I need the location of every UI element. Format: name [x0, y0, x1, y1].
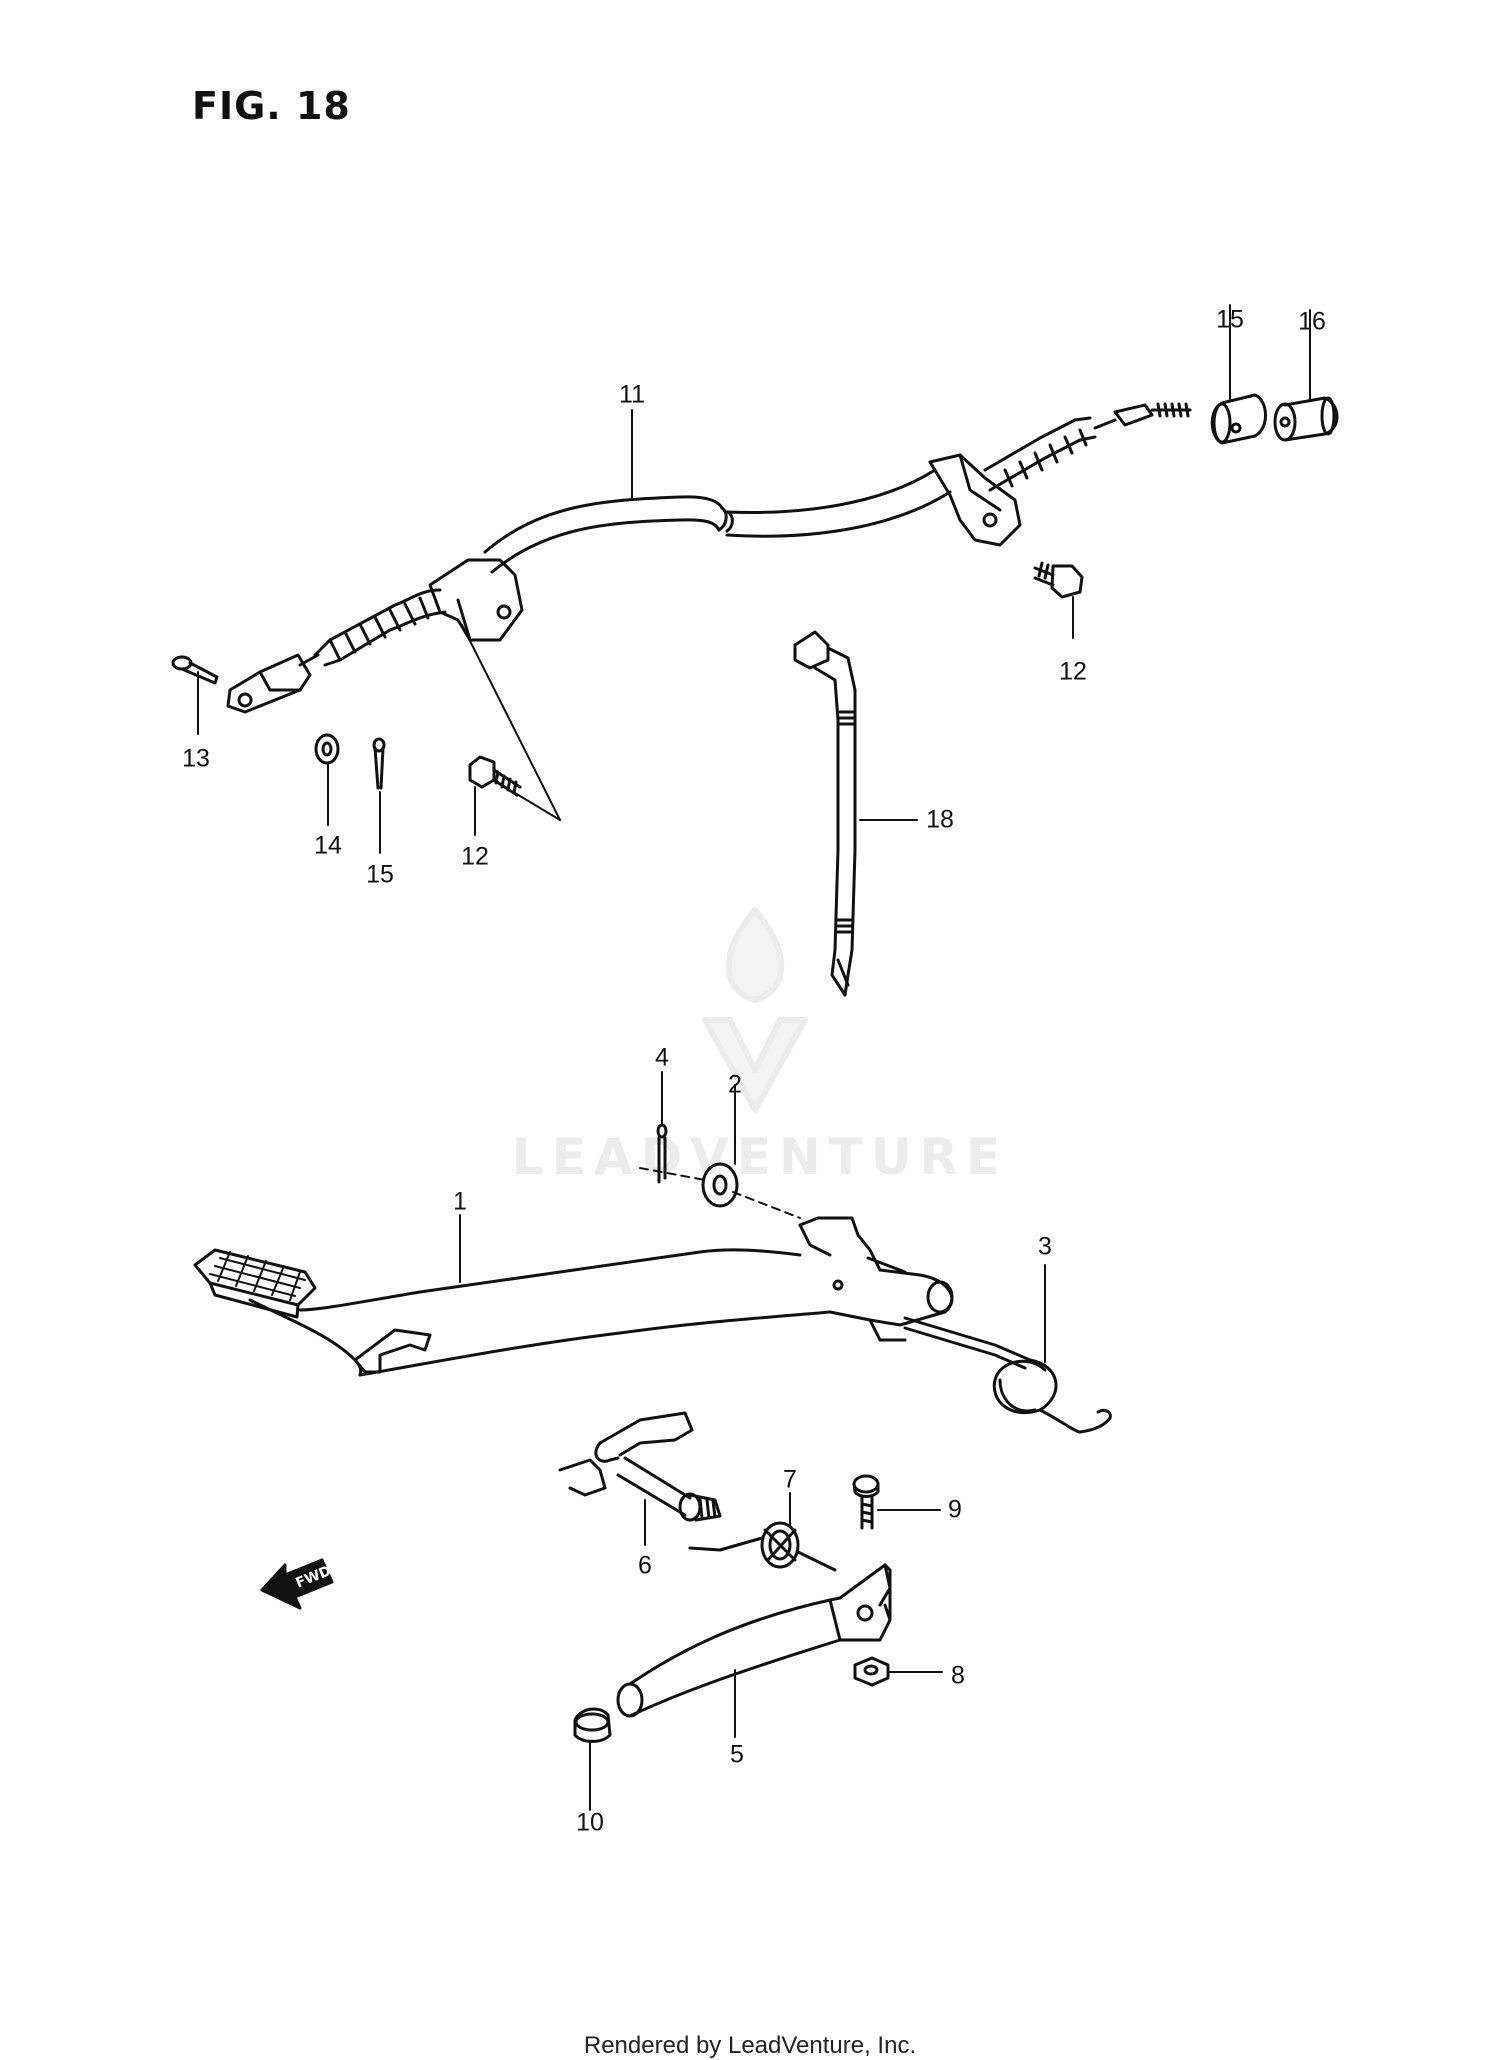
callout-5: 5: [730, 1740, 744, 1769]
washer-part-2: [701, 1162, 739, 1208]
callout-6: 6: [638, 1551, 652, 1580]
callout-9: 9: [948, 1495, 962, 1524]
callout-17: 16: [1298, 307, 1326, 336]
callout-15: 15: [366, 860, 394, 889]
cable-tie-part-18: [793, 630, 857, 997]
cotter-pin-part-15: [372, 737, 386, 790]
cotter-pin-part-4: [656, 1123, 668, 1184]
clevis-pin-part-13: [171, 655, 219, 685]
fwd-arrow-icon: [260, 1558, 334, 1610]
adjuster-nut-part-16: [1210, 393, 1267, 445]
footer-credit: Rendered by LeadVenture, Inc.: [583, 2032, 917, 2059]
callout-8: 8: [951, 1661, 965, 1690]
cap-part-10: [573, 1707, 612, 1743]
bolt-part-12-lower: [468, 755, 522, 797]
washer-part-14: [314, 733, 340, 765]
brake-lever-part-5: [616, 1563, 892, 1718]
torsion-spring-part-7: [688, 1521, 837, 1572]
nut-part-8: [853, 1656, 890, 1687]
watermark-text: LEADVENTURE: [511, 1128, 1009, 1186]
callout-1: 1: [453, 1187, 467, 1216]
callout-11: 11: [619, 380, 645, 409]
axis-line: [639, 1167, 801, 1219]
return-spring-part-3: [903, 1316, 1112, 1434]
callout-2: 2: [728, 1070, 742, 1099]
callout-10: 10: [576, 1808, 604, 1837]
brake-pedal-part-1: [193, 1216, 954, 1377]
callout-18: 18: [926, 805, 954, 834]
callout-13: 13: [182, 744, 210, 773]
pivot-shaft-part-6: [558, 1411, 722, 1522]
brake-cable: [226, 402, 1192, 821]
figure-title: FIG. 18: [192, 84, 351, 128]
bolt-part-9: [852, 1474, 880, 1530]
leader-lines: [197, 304, 1311, 1811]
callout-12-lower: 12: [461, 842, 489, 871]
callout-7: 7: [783, 1465, 797, 1494]
bolt-part-12-upper: [1033, 561, 1084, 599]
joint-pin-part-17: [1273, 396, 1339, 442]
callout-4: 4: [655, 1043, 669, 1072]
callout-12-upper: 12: [1059, 657, 1087, 686]
watermark-logo: [702, 907, 808, 1113]
callout-14: 14: [314, 831, 342, 860]
callout-16: 15: [1216, 305, 1244, 334]
callout-3: 3: [1038, 1232, 1052, 1261]
